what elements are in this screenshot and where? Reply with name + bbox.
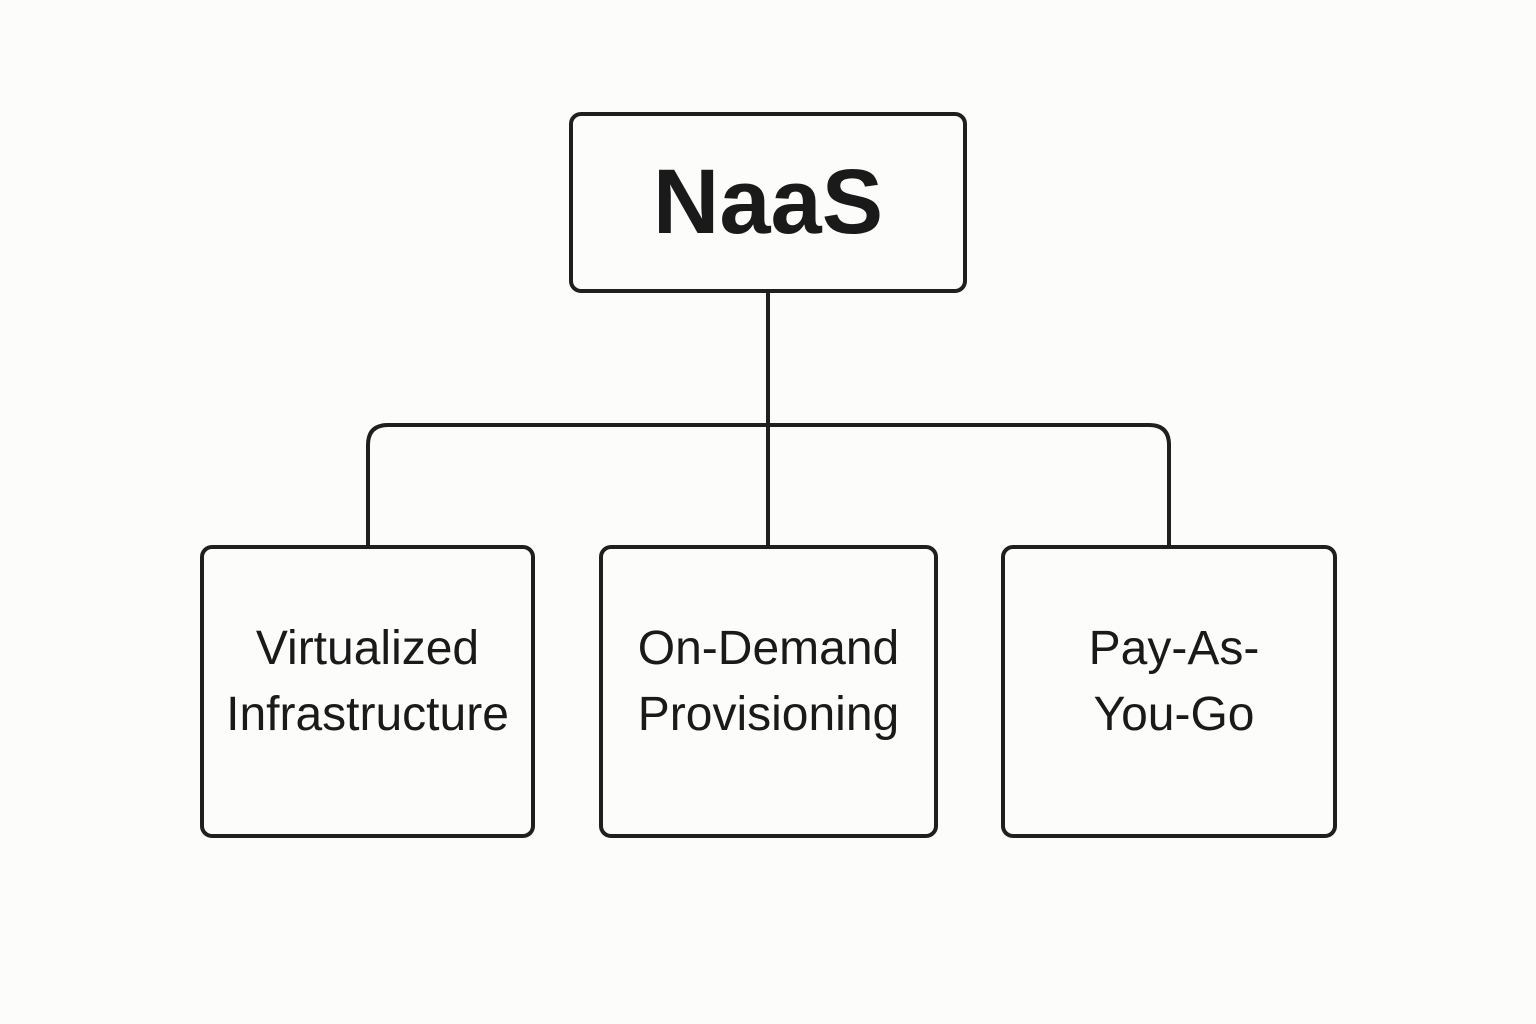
root-node-naas: NaaS <box>569 112 967 293</box>
node-on-demand-provisioning: On-Demand Provisioning <box>599 545 938 838</box>
node-label: Pay-As- You-Go <box>1088 621 1260 741</box>
node-virtualized-infrastructure: Virtualized Infrastructure <box>200 545 535 838</box>
root-label: NaaS <box>652 151 884 253</box>
node-pay-as-you-go: Pay-As- You-Go <box>1001 545 1337 838</box>
node-label: On-Demand Provisioning <box>637 621 900 741</box>
node-label: Virtualized Infrastructure <box>226 621 509 741</box>
